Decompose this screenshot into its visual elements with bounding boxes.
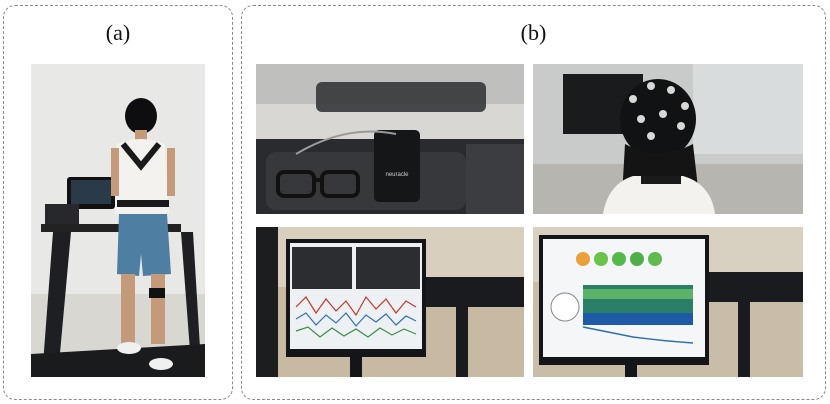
eeg-signal-monitor-photo	[256, 227, 524, 377]
panel-b-label: (b)	[520, 20, 547, 45]
treadmill-walker-photo	[31, 64, 205, 377]
eeg-cap-rear-photo	[533, 64, 803, 214]
panel-a-label: (a)	[105, 20, 131, 45]
device-brand-text: neuracle	[385, 172, 409, 178]
eeg-amplifier-case-photo: neuracle	[256, 64, 524, 214]
panel-a-frame: (a)	[3, 5, 233, 400]
eeg-topography-monitor-photo	[533, 227, 803, 377]
panel-b-frame: (b)	[241, 5, 826, 400]
